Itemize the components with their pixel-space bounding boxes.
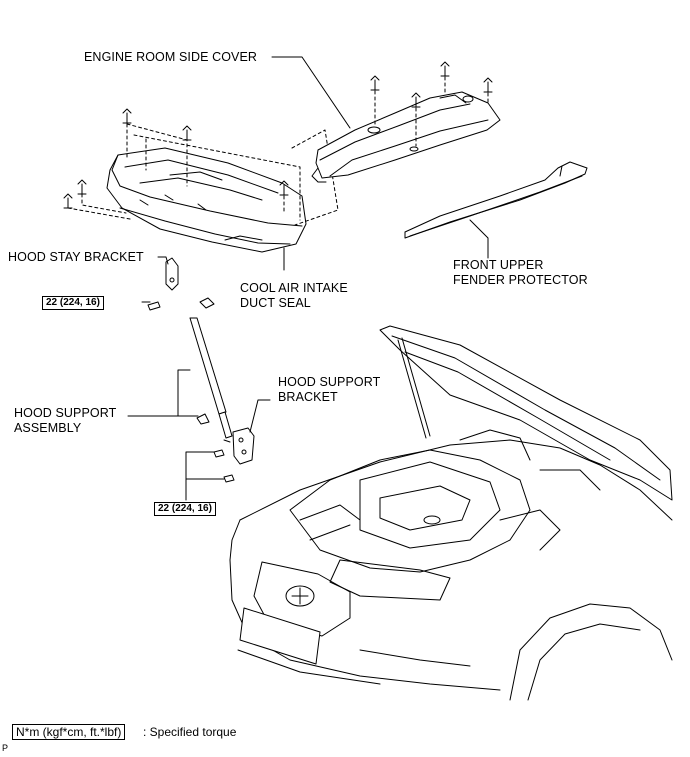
label-cool-air-intake-duct-seal: COOL AIR INTAKE DUCT SEAL bbox=[240, 281, 348, 311]
legend-torque-description: : Specified torque bbox=[143, 725, 237, 739]
engine-room-side-cover-part bbox=[311, 91, 501, 183]
label-front-upper-line2: FENDER PROTECTOR bbox=[453, 273, 588, 287]
label-hood-support-assembly: HOOD SUPPORT ASSEMBLY bbox=[14, 406, 116, 436]
side-cover-alignment-lines bbox=[374, 76, 489, 147]
front-upper-fender-protector-part bbox=[404, 161, 588, 239]
hood-support-assembly-part bbox=[189, 297, 233, 443]
label-front-upper-fender-protector: FRONT UPPER FENDER PROTECTOR bbox=[453, 258, 588, 288]
label-hood-support-assembly-line1: HOOD SUPPORT bbox=[14, 406, 117, 420]
label-front-upper-line1: FRONT UPPER bbox=[453, 258, 544, 272]
label-hood-stay-bracket: HOOD STAY BRACKET bbox=[8, 250, 144, 264]
hood-stay-bracket-part bbox=[147, 257, 179, 311]
corner-mark: P bbox=[2, 743, 9, 753]
torque-spec-hood-support-bracket: 22 (224, 16) bbox=[154, 502, 216, 516]
cool-air-intake-duct-seal-part bbox=[106, 147, 307, 253]
label-hood-support-bracket: HOOD SUPPORT BRACKET bbox=[278, 375, 380, 405]
torque-spec-hood-stay: 22 (224, 16) bbox=[42, 296, 104, 310]
label-hood-support-bracket-line2: BRACKET bbox=[278, 390, 338, 404]
tray-clips bbox=[63, 108, 289, 209]
legend-torque-unit-box: N*m (kgf*cm, ft.*lbf) bbox=[12, 724, 126, 740]
label-cool-air-line1: COOL AIR INTAKE bbox=[240, 281, 348, 295]
label-hood-support-bracket-line1: HOOD SUPPORT bbox=[278, 375, 381, 389]
side-cover-clips bbox=[370, 61, 493, 108]
vehicle-engine-bay-illustration bbox=[229, 325, 673, 701]
leader-lines bbox=[127, 56, 489, 501]
hood-support-bracket-part bbox=[213, 427, 255, 483]
label-cool-air-line2: DUCT SEAL bbox=[240, 296, 311, 310]
label-engine-room-side-cover: ENGINE ROOM SIDE COVER bbox=[84, 50, 258, 64]
label-hood-support-assembly-line2: ASSEMBLY bbox=[14, 421, 82, 435]
